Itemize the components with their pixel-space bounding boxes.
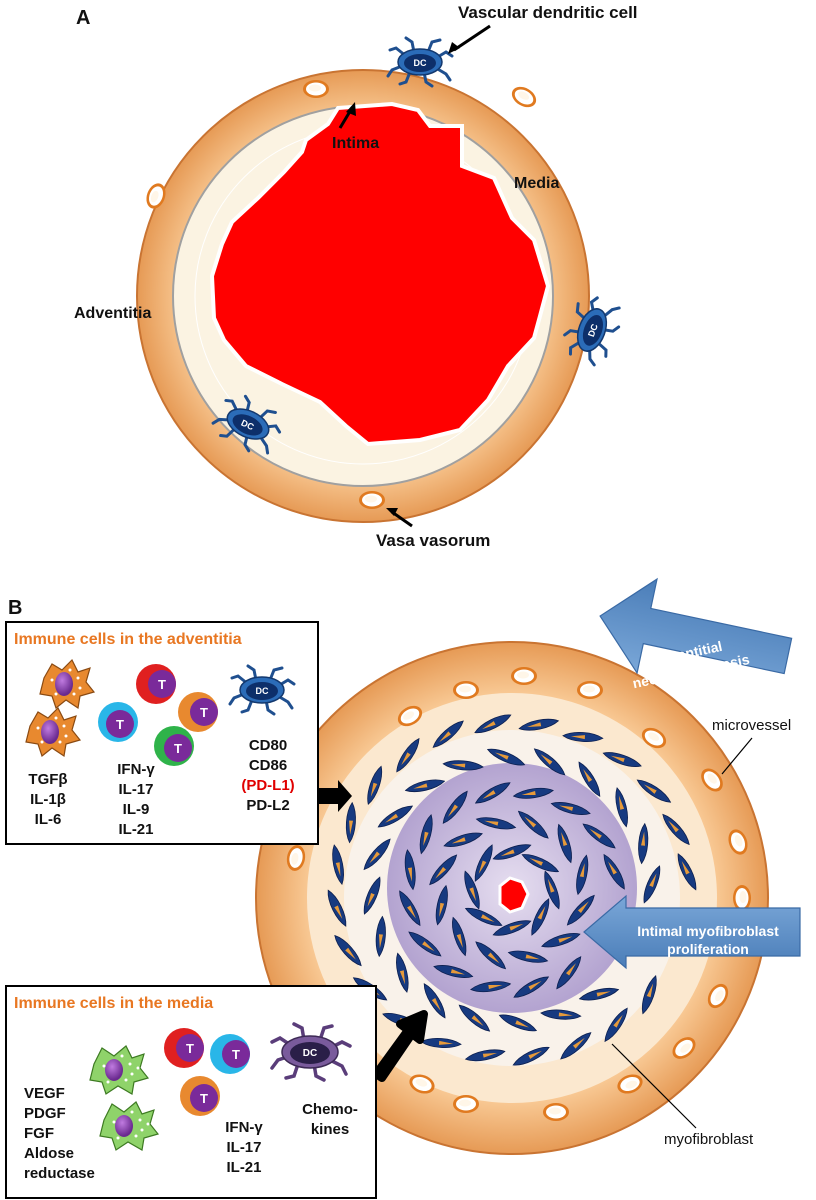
t-cell-icon: T xyxy=(178,692,218,732)
adv-col3-item: CD86 xyxy=(249,757,287,774)
adv-col3-item: CD80 xyxy=(249,737,287,754)
panel-a-letter: A xyxy=(76,7,90,29)
lumen xyxy=(209,101,551,447)
arrowhead xyxy=(386,508,398,516)
media-col2-item: IFN-γ xyxy=(225,1119,263,1136)
label-myofibroblast: myofibroblast xyxy=(664,1131,754,1148)
intimal-proliferation-arrow: Intimal myofibroblast proliferation xyxy=(583,894,801,970)
adv-col2-item: IL-21 xyxy=(118,821,153,838)
t-cell-icon: T xyxy=(210,1034,250,1074)
t-label: T xyxy=(116,717,124,732)
adventitia-box-title: Immune cells in the adventitia xyxy=(14,631,242,648)
dc-label: DC xyxy=(414,58,427,68)
adv-col2-item: IL-17 xyxy=(118,781,153,798)
media-col1-item: Aldose xyxy=(24,1145,74,1162)
label-adventitia: Adventitia xyxy=(74,305,151,322)
t-label: T xyxy=(232,1047,240,1062)
media-immune-box: Immune cells in the media T T T DC VEGF xyxy=(5,985,377,1199)
adventitial-neoangiogenesis-arrow: Adventitial neo-angiogenesis xyxy=(599,577,793,691)
label-intima: Intima xyxy=(332,135,379,152)
media-col2-item: IL-17 xyxy=(226,1139,261,1156)
microvessel-icon xyxy=(511,667,537,685)
t-label: T xyxy=(158,677,166,692)
microvessel-icon xyxy=(733,885,751,911)
microvessel-icon xyxy=(577,681,603,699)
dc-label: DC xyxy=(303,1048,317,1059)
media-col3-item: Chemo- xyxy=(302,1101,358,1118)
label-microvessel: microvessel xyxy=(712,717,791,734)
media-col3-item: kines xyxy=(311,1121,349,1138)
adv-col3-item-pdl1: (PD-L1) xyxy=(241,777,294,794)
dc-label: DC xyxy=(256,686,269,696)
media-col1-item: reductase xyxy=(24,1165,95,1182)
microvessel-icon xyxy=(453,681,479,699)
dendritic-cell: DC xyxy=(228,664,296,716)
dendritic-cell: DC xyxy=(386,36,454,88)
vasa-vasorum-vessel xyxy=(303,80,329,98)
adv-col1-item: IL-6 xyxy=(35,811,62,828)
t-cell-icon: T xyxy=(180,1076,220,1116)
arrow-adventitia-box xyxy=(316,780,352,812)
arrow-intimal-line1: Intimal myofibroblast xyxy=(637,923,779,939)
adv-col2-item: IL-9 xyxy=(123,801,150,818)
t-cell-icon: T xyxy=(154,726,194,766)
media-col1-item: PDGF xyxy=(24,1105,66,1122)
t-label: T xyxy=(186,1041,194,1056)
label-vasa-vasorum: Vasa vasorum xyxy=(376,531,490,550)
t-label: T xyxy=(174,741,182,756)
leader-myofibroblast xyxy=(611,1043,697,1129)
label-vascular-dc: Vascular dendritic cell xyxy=(458,3,638,22)
dendritic-cell: DC xyxy=(270,1022,352,1082)
t-cell-icon: T xyxy=(164,1028,204,1068)
media-box-title: Immune cells in the media xyxy=(14,995,213,1012)
panel-b: B Adventitial xyxy=(5,577,801,1199)
vasa-vasorum-vessel xyxy=(359,491,385,509)
media-col1-item: VEGF xyxy=(24,1085,65,1102)
microvessel-icon xyxy=(453,1095,479,1113)
adv-col2-item: IFN-γ xyxy=(117,761,155,778)
media-col1-item: FGF xyxy=(24,1125,54,1142)
panel-a: A DC DC DC Vascular dendritic cell xyxy=(74,3,638,550)
panel-b-letter: B xyxy=(8,597,22,619)
leader-microvessel xyxy=(721,737,753,775)
lumen-b xyxy=(498,876,530,914)
t-label: T xyxy=(200,705,208,720)
t-label: T xyxy=(200,1091,208,1106)
microvessel-icon xyxy=(543,1103,569,1121)
dc-label: DC xyxy=(586,322,600,338)
adv-col1-item: TGFβ xyxy=(28,771,67,788)
dendritic-cell: DC xyxy=(557,290,627,370)
vasa-vasorum-vessel xyxy=(508,82,540,112)
arrowhead xyxy=(346,102,356,116)
t-cell-icon: T xyxy=(136,664,176,704)
arrow-vascular-dc xyxy=(453,24,491,52)
arrowhead xyxy=(448,42,460,54)
arrow-vasa-vasorum xyxy=(391,510,413,528)
adv-col3-item: PD-L2 xyxy=(246,797,289,814)
adventitia-immune-box: Immune cells in the adventitia T T T T xyxy=(5,621,319,845)
t-cell-icon: T xyxy=(98,702,138,742)
label-media: Media xyxy=(514,175,559,192)
dendritic-cell: DC xyxy=(207,387,289,461)
arrow-media-box xyxy=(372,1010,428,1082)
arrow-intimal-line2: proliferation xyxy=(667,941,749,957)
media-col2-item: IL-21 xyxy=(226,1159,261,1176)
adv-col1-item: IL-1β xyxy=(30,791,66,808)
